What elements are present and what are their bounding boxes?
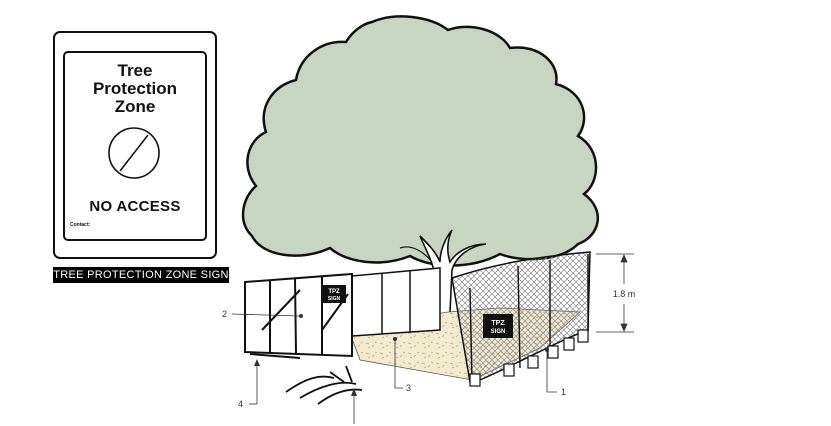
height-label: 1.8 m — [613, 289, 636, 299]
back-fence-panels — [352, 268, 440, 336]
svg-text:4: 4 — [238, 399, 243, 409]
svg-text:TPZ: TPZ — [491, 320, 505, 327]
fence-sign-front: TPZ SIGN — [322, 285, 346, 303]
svg-text:TPZ: TPZ — [328, 289, 340, 295]
svg-text:SIGN: SIGN — [491, 329, 506, 335]
svg-text:2: 2 — [222, 309, 227, 319]
svg-text:SIGN: SIGN — [328, 296, 341, 302]
tree-canopy — [243, 16, 598, 265]
svg-text:3: 3 — [406, 383, 411, 393]
root-debris — [286, 366, 362, 404]
svg-text:1: 1 — [561, 387, 566, 397]
fence-tpz-sign: TPZ SIGN — [483, 314, 513, 338]
mesh-fence — [452, 252, 590, 382]
